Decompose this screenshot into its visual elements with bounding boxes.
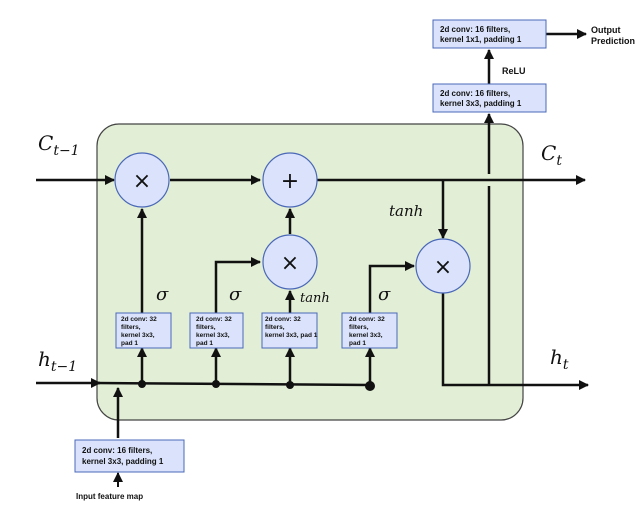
- svg-text:filters,: filters,: [265, 324, 285, 331]
- svg-text:kernel 3x3,: kernel 3x3,: [121, 332, 155, 339]
- svg-text:pad 1: pad 1: [349, 340, 366, 347]
- output-multiply-node: ×: [415, 238, 471, 294]
- candidate-conv: 2d conv: 32 filters, kernel 3x3, pad 1: [261, 312, 318, 349]
- svg-text:2d conv: 16 filters,: 2d conv: 16 filters,: [440, 25, 510, 34]
- c-next-label: Ct: [541, 141, 562, 169]
- cell-tanh-label: tanh: [389, 202, 423, 220]
- svg-text:2d conv: 32: 2d conv: 32: [349, 316, 385, 323]
- output-gate-conv: 2d conv: 32 filters, kernel 3x3, pad 1: [341, 312, 398, 349]
- h-next-label: ht: [550, 345, 569, 373]
- forget-sigma-label: σ: [156, 284, 169, 305]
- h-next-line: [441, 293, 589, 390]
- input-conv: 2d conv: 16 filters, kernel 3x3, padding…: [74, 439, 185, 473]
- svg-text:kernel 3x3, pad 1: kernel 3x3, pad 1: [265, 332, 318, 339]
- multiply-icon: ×: [434, 255, 452, 280]
- input-gate-conv: 2d conv: 32 filters, kernel 3x3, pad 1: [189, 312, 244, 349]
- candidate-tanh-label: tanh: [300, 291, 330, 306]
- input-multiply-node: ×: [262, 234, 318, 290]
- add-node: +: [262, 152, 318, 208]
- svg-text:2d conv: 16 filters,: 2d conv: 16 filters,: [440, 89, 510, 98]
- svg-text:2d conv: 32: 2d conv: 32: [265, 316, 301, 323]
- svg-text:2d conv: 16 filters,: 2d conv: 16 filters,: [82, 446, 152, 455]
- svg-text:2d conv: 32: 2d conv: 32: [121, 316, 157, 323]
- multiply-icon: ×: [133, 169, 151, 194]
- relu-label: ReLU: [502, 66, 526, 76]
- h-prev-label: ht−1: [38, 347, 77, 375]
- output-label-line1: Output: [591, 25, 621, 35]
- svg-text:kernel 3x3, padding 1: kernel 3x3, padding 1: [440, 99, 522, 108]
- svg-text:kernel 1x1, padding 1: kernel 1x1, padding 1: [440, 35, 522, 44]
- svg-text:kernel 3x3,: kernel 3x3,: [349, 332, 383, 339]
- forget-gate-conv: 2d conv: 32 filters, kernel 3x3, pad 1: [115, 312, 172, 349]
- svg-text:pad 1: pad 1: [196, 340, 213, 347]
- output-conv-3x3: 2d conv: 16 filters, kernel 3x3, padding…: [432, 83, 547, 113]
- forget-multiply-node: ×: [114, 152, 170, 208]
- output-label-line2: Prediction: [591, 36, 635, 46]
- svg-text:filters,: filters,: [121, 324, 141, 331]
- svg-text:kernel 3x3,: kernel 3x3,: [196, 332, 230, 339]
- output-sigma-label: σ: [378, 284, 391, 305]
- svg-text:pad 1: pad 1: [121, 340, 138, 347]
- output-gate-line: [368, 261, 415, 313]
- input-sigma-label: σ: [229, 284, 242, 305]
- input-gate-line: [214, 257, 261, 313]
- input-feature-map-label: Input feature map: [76, 492, 143, 501]
- multiply-icon: ×: [281, 251, 299, 276]
- svg-text:kernel 3x3, padding 1: kernel 3x3, padding 1: [82, 457, 164, 466]
- svg-text:2d conv: 32: 2d conv: 32: [196, 316, 232, 323]
- c-prev-label: Ct−1: [38, 131, 80, 159]
- plus-icon: +: [281, 169, 299, 194]
- svg-text:filters,: filters,: [196, 324, 216, 331]
- output-conv-1x1: 2d conv: 16 filters, kernel 1x1, padding…: [432, 19, 547, 49]
- svg-text:filters,: filters,: [349, 324, 369, 331]
